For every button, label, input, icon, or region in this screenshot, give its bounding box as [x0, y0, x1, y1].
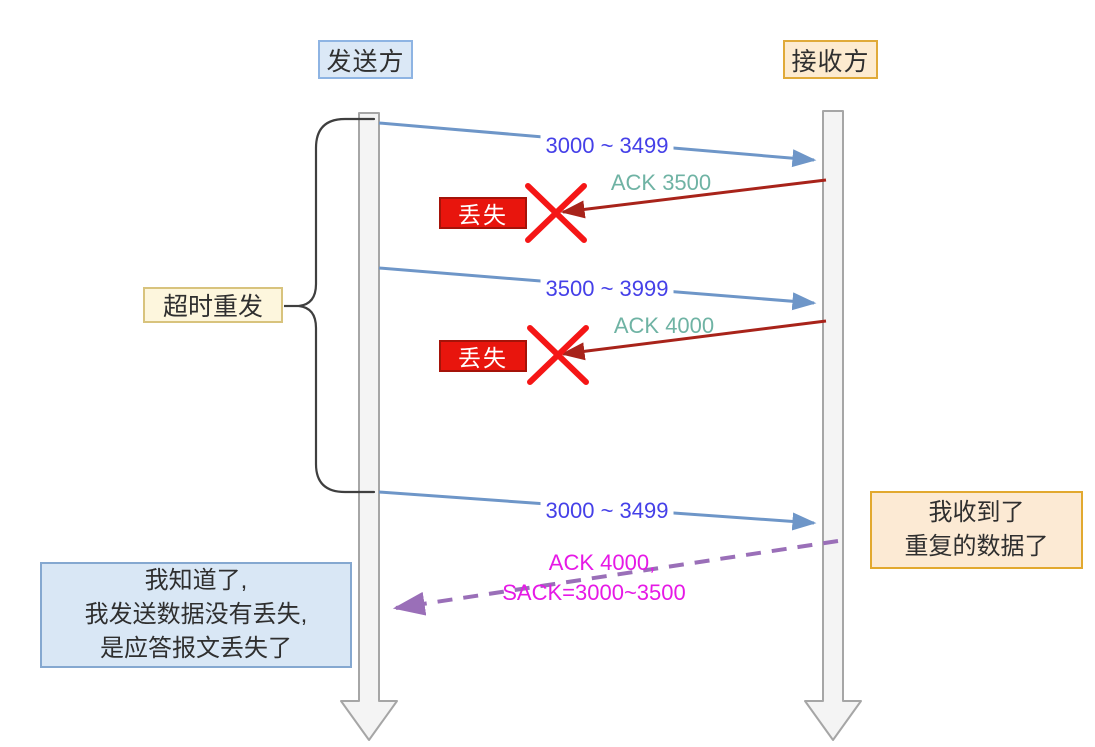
arrow-ack-3500-lost: [560, 178, 827, 219]
sender-note-line-1: 我知道了,: [144, 566, 248, 594]
message-label-segment-2: 3500 ~ 3999: [540, 276, 674, 302]
receiver-note: 我收到了 重复的数据了: [870, 491, 1083, 569]
sender-note-line-3: 是应答报文丢失了: [100, 635, 292, 663]
loss-x-mark-1: [525, 183, 587, 243]
loss-badge-1: 丢失: [439, 197, 527, 229]
receiver-note-line-1: 我收到了: [928, 498, 1025, 526]
actor-receiver-label: 接收方: [783, 40, 878, 79]
message-label-sack-range: SACK=3000~3500: [502, 580, 686, 605]
actor-receiver-text: 接收方: [791, 47, 870, 76]
arrow-ack-4000-lost: [560, 319, 827, 361]
timeout-retransmit-text: 超时重发: [162, 293, 263, 321]
sender-lifeline-arrow: [340, 112, 398, 741]
sender-note-line-2: 我发送数据没有丢失,: [84, 600, 308, 628]
arrow-sack-response: [392, 539, 839, 616]
loss-x-mark-2: [527, 325, 589, 385]
loss-badge-2: 丢失: [439, 340, 527, 372]
message-label-segment-3-retransmit: 3000 ~ 3499: [540, 498, 674, 524]
actor-sender-label: 发送方: [318, 40, 413, 79]
message-label-ack-4000: ACK 4000: [613, 313, 715, 338]
message-label-segment-1: 3000 ~ 3499: [540, 133, 674, 159]
actor-sender-text: 发送方: [326, 47, 405, 76]
message-label-ack-3500: ACK 3500: [610, 170, 712, 195]
timeout-retransmit-label: 超时重发: [143, 287, 283, 323]
sender-note: 我知道了, 我发送数据没有丢失, 是应答报文丢失了: [40, 562, 352, 668]
receiver-note-line-2: 重复的数据了: [904, 533, 1049, 560]
receiver-lifeline-arrow: [804, 110, 862, 741]
loss-badge-1-text: 丢失: [458, 202, 508, 228]
message-label-sack-ack: ACK 4000,: [548, 550, 656, 575]
loss-badge-2-text: 丢失: [458, 345, 508, 371]
